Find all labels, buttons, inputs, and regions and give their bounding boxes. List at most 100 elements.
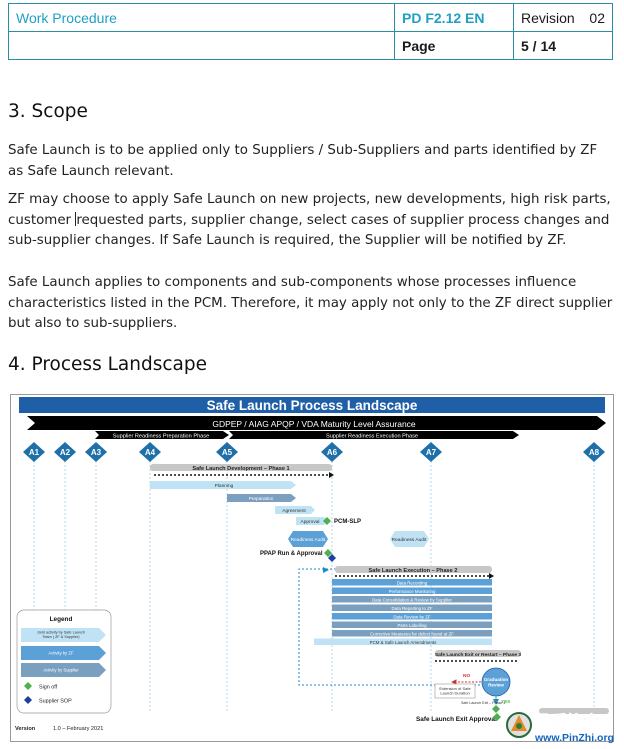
scope-paragraph-1: Safe Launch is to be applied only to Sup… <box>8 143 598 179</box>
svg-text:A3: A3 <box>91 448 102 457</box>
phase-3-bar <box>435 650 521 657</box>
exec-item <box>332 596 492 603</box>
svg-text:PCM & Safe Launch Amendments: PCM & Safe Launch Amendments <box>370 640 437 645</box>
gdpep-banner <box>27 416 606 430</box>
readiness-audit-1 <box>288 531 328 547</box>
svg-text:Corrective Measures for defect: Corrective Measures for defect found at … <box>370 631 454 636</box>
legend-joint-activity <box>21 628 106 642</box>
ppap-label: PPAP Run & Approval <box>260 551 323 557</box>
svg-text:Data Reporting to ZF: Data Reporting to ZF <box>392 606 433 611</box>
svg-text:A5: A5 <box>222 448 233 457</box>
milestone-a7 <box>420 442 442 462</box>
extension-box <box>434 683 476 699</box>
phase-1-label: Safe Launch Development – Phase 1 <box>192 466 289 472</box>
yes-label: YES <box>501 699 510 704</box>
exec-item <box>332 630 492 637</box>
doc-title: Work Procedure <box>8 3 395 32</box>
legend-signoff-label: Sign off <box>39 685 58 691</box>
milestone-a8 <box>583 442 605 462</box>
milestone-a2 <box>54 442 76 462</box>
section-3-heading: 3. Scope <box>8 101 88 122</box>
milestone-a1 <box>23 442 45 462</box>
preparation-label: Preparation <box>249 496 274 502</box>
milestone-a6 <box>321 442 343 462</box>
page-value: 5 / 14 <box>513 31 613 60</box>
svg-text:A2: A2 <box>60 448 71 457</box>
revision-cell: Revision 02 <box>513 3 613 32</box>
legend-sop-icon <box>24 696 32 704</box>
scope-paragraph-3: Safe Launch applies to components and su… <box>8 275 613 332</box>
gdpep-banner-text: GDPEP / AIAG APQP / VDA Maturity Level A… <box>212 419 416 429</box>
readiness-audit-2-label: Readiness Audit <box>392 537 427 543</box>
legend-zf-label: Activity by ZF <box>48 651 74 656</box>
exec-item <box>332 587 492 594</box>
approval-label: Approval <box>301 519 320 525</box>
process-landscape-diagram: Safe Launch Process Landscape GDPEP / AI… <box>10 394 614 742</box>
revision-label: Revision <box>521 9 575 26</box>
preparation-bar <box>227 494 296 502</box>
phase-4-bar <box>539 708 609 714</box>
text-cursor <box>75 211 77 226</box>
phase-1-bar <box>150 464 332 471</box>
page-label: Page <box>394 31 514 60</box>
svg-text:Parts Labelling: Parts Labelling <box>397 623 427 628</box>
scope-paragraph-2: ZF may choose to apply Safe Launch on ne… <box>8 192 611 249</box>
exec-item <box>332 621 492 628</box>
svg-text:Data Consolidation & Review by: Data Consolidation & Review by Supplier <box>372 597 453 602</box>
diagram-title-bar <box>19 397 605 413</box>
planning-label: Planning <box>215 483 234 489</box>
svg-text:Data Recording: Data Recording <box>397 580 428 585</box>
supplier-sop-marker <box>328 554 336 562</box>
planning-bar <box>150 481 296 489</box>
legend-zf-activity <box>21 646 106 660</box>
milestone-guides <box>33 461 595 711</box>
execution-phase-text: Supplier Readiness Execution Phase <box>326 434 418 440</box>
svg-text:A6: A6 <box>327 448 338 457</box>
legend-supplier-label: Activity by Supplier <box>43 668 79 673</box>
doc-number: PD F2.12 EN <box>394 3 514 32</box>
phase-2-label: Safe Launch Execution – Phase 2 <box>369 568 458 574</box>
exit-signoff <box>492 705 500 713</box>
ppap-signoff <box>324 549 332 557</box>
version-value: 1.0 – February 2021 <box>53 726 103 732</box>
agreement-bar <box>275 506 315 514</box>
version-label: Version <box>15 726 36 732</box>
watermark-cn: 品质协会 <box>535 712 599 731</box>
exec-item <box>314 638 492 645</box>
revision-value: 02 <box>589 9 605 26</box>
section-4-heading: 4. Process Landscape <box>8 354 207 375</box>
approval-bar <box>296 517 328 525</box>
svg-text:A4: A4 <box>145 448 156 457</box>
preparation-phase-arrow <box>95 431 229 439</box>
execution-activities: Data Recording Performance Monitoring Da… <box>314 579 492 645</box>
svg-text:Performance Monitoring: Performance Monitoring <box>389 589 436 594</box>
exec-item <box>332 613 492 620</box>
phase-3-label: Safe Launch Exit or Restart – Phase 3 <box>435 652 521 658</box>
legend-title: Legend <box>50 616 73 623</box>
svg-text:A7: A7 <box>426 448 437 457</box>
no-label: NO <box>463 673 470 679</box>
header-empty-cell <box>8 31 395 60</box>
milestone-a5 <box>216 442 238 462</box>
exit-approval-signoff <box>493 713 501 721</box>
legend-supplier-activity <box>21 663 106 677</box>
readiness-audit-2 <box>390 531 429 547</box>
legend-sop-label: Supplier SOP <box>39 699 72 705</box>
svg-text:Data Review by ZF: Data Review by ZF <box>393 614 431 619</box>
preparation-phase-text: Supplier Readiness Preparation Phase <box>113 434 209 440</box>
exit-small-label: Safe Launch Exit – Phase 4 <box>461 701 505 705</box>
pinzhi-watermark: 品质协会 www.PinZhi.org <box>505 705 623 745</box>
exec-item <box>332 604 492 611</box>
watermark-url: www.PinZhi.org <box>534 732 614 744</box>
readiness-audit-1-label: Readiness Audit <box>291 537 326 543</box>
svg-text:A8: A8 <box>589 448 600 457</box>
agreement-label: Agreement <box>282 508 306 514</box>
legend-signoff-icon <box>24 682 32 690</box>
milestone-a3 <box>85 442 107 462</box>
execution-phase-arrow <box>229 431 519 439</box>
pcm-slp-label: PCM-SLP <box>334 519 361 525</box>
exit-approval-label: Safe Launch Exit Approval <box>416 716 497 723</box>
